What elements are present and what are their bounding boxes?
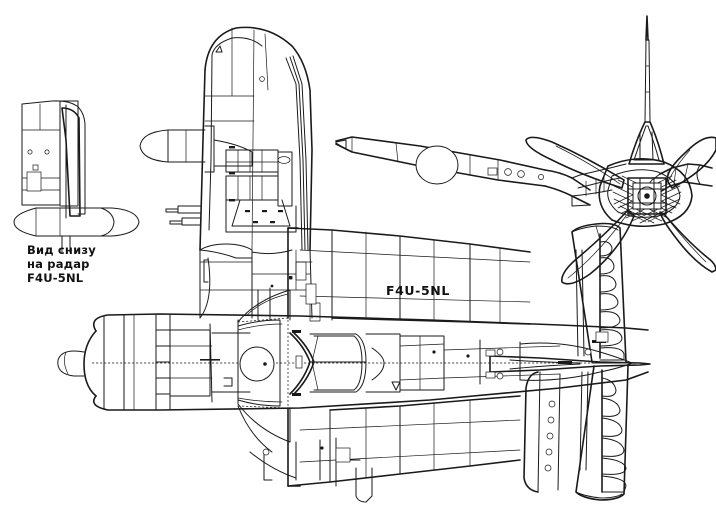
radar-detail-caption: Вид снизу на радар F4U-5NL [27,243,96,286]
fastener-detail [27,149,33,155]
plan-view-caption: F4U-5NL [386,283,450,298]
propeller-blade-upper-right [666,136,716,189]
fastener-detail [44,149,50,155]
view-tail-top [139,26,321,322]
fastener-detail [259,76,265,82]
stabiliser-upper [571,222,627,363]
wing-leading-edge-left [335,136,546,171]
propeller-blade-lower-right [659,211,716,273]
view-front-elevation [335,15,716,285]
fuselage-bottom-line [92,371,649,411]
tailplane-stub [139,129,206,163]
fuselage-top-line [92,313,649,332]
radar-pod-body [13,207,140,237]
propeller-blade-lower-left [561,209,635,285]
tail-wheel-fairing [489,355,651,373]
cockpit-ring [239,346,275,382]
view-radar-pod-detail [13,100,140,253]
view-plan-top [57,222,651,503]
stabiliser-lower [575,365,629,501]
fin-outline-right [204,26,313,251]
engine-cowling [598,158,693,228]
radar-pod-front [415,145,459,185]
spinner-plan [57,350,85,377]
cowling-nose [83,330,97,397]
propeller-blade-upper-left [525,136,625,189]
